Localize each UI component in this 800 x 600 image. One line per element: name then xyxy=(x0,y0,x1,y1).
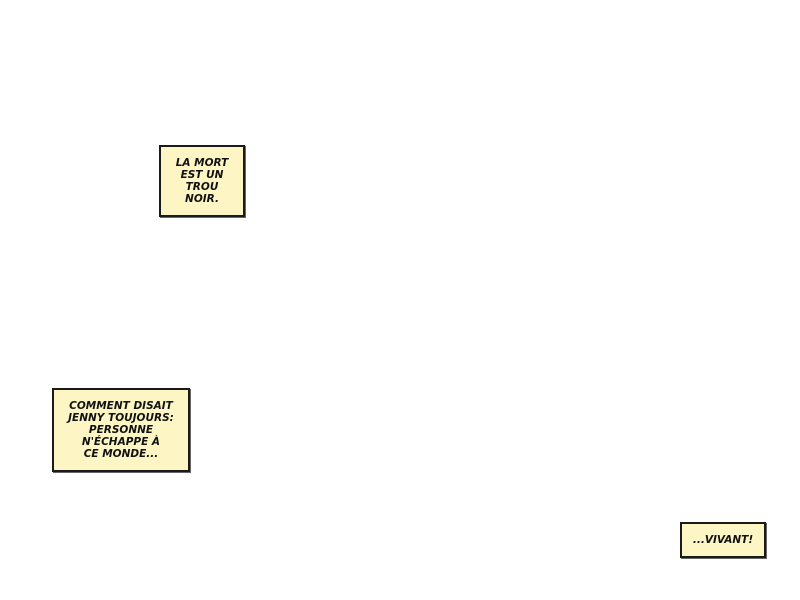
caption-box-3: ...vivant! xyxy=(680,522,766,558)
caption-box-2: Comment disait Jenny toujours: personne … xyxy=(52,388,190,472)
caption-box-1: La mort est un trou noir. xyxy=(159,145,245,217)
